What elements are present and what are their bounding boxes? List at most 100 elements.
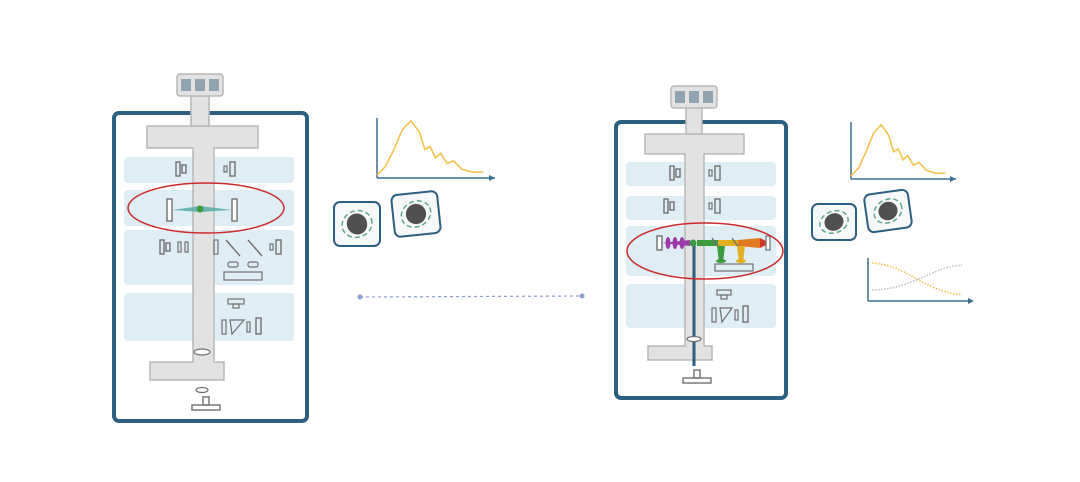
lens-icon [716,259,726,263]
connector [357,293,585,300]
filter-icon [223,161,236,177]
optical-column [146,125,259,381]
cell-body [405,203,427,225]
lens-icon [232,303,240,309]
spectrum-plot-left [376,118,495,181]
lens-element [675,168,681,178]
lens-icon [227,261,239,268]
lens-element [175,161,181,177]
led-icon [682,369,712,384]
led-base [191,404,221,411]
cell-icon [333,201,381,247]
mirror-icon [231,198,238,222]
filter-icon [213,239,219,255]
x-axis-arrow [950,176,956,182]
mirror-icon [656,235,663,251]
lens-icon [663,198,675,214]
detector-pixel [675,91,685,103]
cell-body [346,213,368,235]
filter-icon [711,307,717,323]
beam-segment [738,238,760,248]
emission-branch [737,246,745,262]
filter-icon [708,198,721,214]
connector-dot [579,293,585,299]
filter-icon [708,165,721,181]
column-neck [190,95,210,127]
highlight-ellipse [127,182,285,234]
beam-left [172,206,200,212]
mirror-icon [229,319,246,336]
lens-icon [665,237,671,249]
lens-icon [669,165,681,181]
sample-node [196,205,204,213]
rise-curve [871,264,963,291]
column-neck [685,105,703,135]
filter-icon [734,309,739,321]
lens-element [165,242,171,252]
lens-element [669,165,675,181]
detector-pixel [703,91,713,103]
filter-element [708,169,713,177]
detector-icon [176,73,224,97]
x-axis-arrow [489,175,495,181]
cell-ring [819,209,849,235]
x-axis-arrow [968,298,974,304]
sample-node [689,239,697,247]
led-icon [223,271,263,281]
objective-lens [686,335,702,343]
beam-segment [697,240,718,246]
beam-segment [718,240,738,246]
filter-element [275,239,282,255]
crossing-curves-plot [867,258,974,304]
highlight-ellipse [626,222,784,280]
beam-segment [760,238,770,248]
lens-icon [159,239,171,255]
right-microscope [614,85,788,400]
detector-pixel [689,91,699,103]
condenser-lens [195,386,209,394]
mirror-icon [166,198,173,222]
connector-line [359,295,583,298]
led-icon [191,396,221,411]
detector-pixel [195,79,205,91]
lens-icon [679,237,685,249]
detector-pixel [181,79,191,91]
lens-icon [736,259,746,263]
filter-element [223,165,228,173]
mirror-icon [225,239,241,257]
filter-element [229,161,236,177]
lens-element [159,239,165,255]
lens-icon [720,294,728,300]
spectrum-curve [850,123,946,177]
cell-body [824,213,844,231]
emission-branch [717,246,725,262]
detector-icon [742,305,749,323]
filter-element [714,165,721,181]
lens-icon [247,261,259,268]
left-microscope [112,73,309,423]
cell-icon [390,190,442,238]
mirror-icon [719,307,734,324]
connector-dot [357,294,363,300]
lens-icon [672,237,678,249]
lens-element [181,164,187,174]
beam-right [200,206,232,212]
cell-body [878,201,898,221]
lens-element [669,201,675,211]
cell-ring [341,209,373,239]
detector-pixel [209,79,219,91]
filter-icon [177,241,182,253]
cell-ring [873,198,903,224]
decay-curve [871,262,963,296]
filter-icon [184,241,189,253]
cell-icon [863,188,913,234]
lens-icon [175,161,187,177]
lens-element [663,198,669,214]
spectrum-curve [376,119,484,176]
filter-element [269,243,274,251]
cell-icon [811,203,857,241]
filter-icon [269,239,282,255]
objective-lens [193,348,211,356]
led-base [682,377,712,384]
